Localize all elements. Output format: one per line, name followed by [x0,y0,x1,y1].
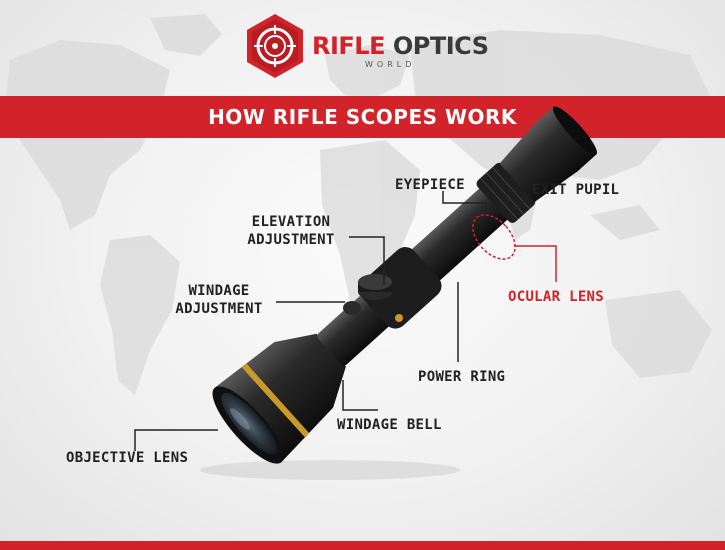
label-ocular-lens: OCULAR LENS [508,289,605,305]
label-windage-line1: WINDAGE [188,283,250,299]
label-elevation-line2: ADJUSTMENT [247,232,335,248]
title-banner: HOW RIFLE SCOPES WORK [0,96,725,138]
leader-windage-bell [342,380,378,411]
brand-logo: RIFLE OPTICS WORLD [244,12,489,84]
brand-primary-text: RIFLE [312,32,386,60]
page-title: HOW RIFLE SCOPES WORK [208,105,517,129]
label-elevation-adjustment: ELEVATION ADJUSTMENT [232,213,350,249]
leader-eyepiece [442,191,487,212]
label-windage-bell: WINDAGE BELL [337,417,442,433]
label-power-ring: POWER RING [418,369,506,385]
crosshair-hexagon-icon [247,14,303,78]
label-exit-pupil: EXIT PUPIL [532,182,620,198]
label-windage-adjustment: WINDAGE ADJUSTMENT [160,282,278,318]
brand-name: RIFLE OPTICS [312,32,489,60]
label-eyepiece: EYEPIECE [395,177,465,193]
leader-exit-pupil [515,193,531,211]
leader-ocular-lens [514,245,557,282]
label-windage-line2: ADJUSTMENT [175,301,263,317]
bottom-accent-bar [0,541,725,550]
brand-sub-text: WORLD [365,60,416,69]
leader-objective-lens [134,429,218,451]
leader-elevation [349,236,385,285]
label-elevation-line1: ELEVATION [251,214,331,230]
brand-secondary-text: OPTICS [392,32,489,60]
label-objective-lens: OBJECTIVE LENS [66,450,189,466]
